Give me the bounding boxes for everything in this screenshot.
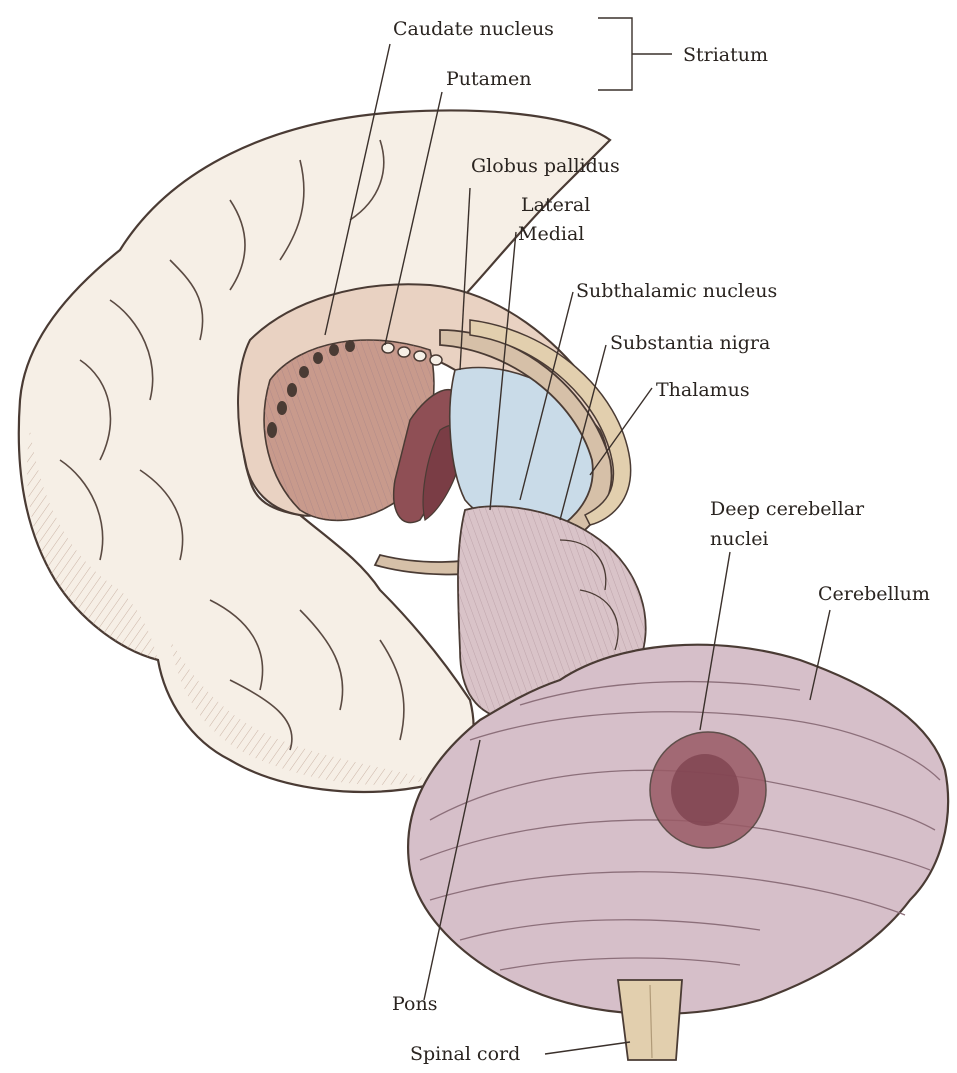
label-thalamus: Thalamus [656, 379, 750, 401]
label-subthalamic-nucleus: Subthalamic nucleus [576, 280, 777, 302]
label-caudate-nucleus: Caudate nucleus [393, 18, 554, 40]
label-lateral: Lateral [521, 194, 590, 216]
label-deep-cerebellar-line1: Deep cerebellar [710, 498, 865, 520]
label-pons: Pons [392, 993, 437, 1015]
label-substantia-nigra: Substantia nigra [610, 332, 770, 354]
label-cerebellum: Cerebellum [818, 583, 930, 605]
deep-nuclei-inner [671, 754, 739, 826]
label-spinal-cord: Spinal cord [410, 1043, 520, 1065]
label-deep-cerebellar-line2: nuclei [710, 528, 769, 550]
label-globus-pallidus: Globus pallidus [471, 155, 620, 177]
label-medial: Medial [518, 223, 584, 245]
label-striatum: Striatum [683, 44, 768, 66]
label-putamen: Putamen [446, 68, 531, 90]
